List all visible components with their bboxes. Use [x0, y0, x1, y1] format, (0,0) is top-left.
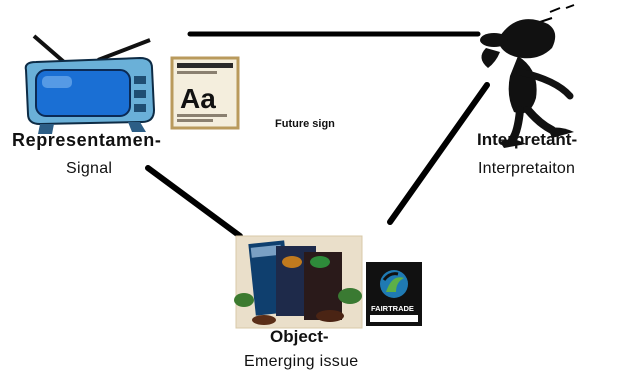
dictionary-icon: Aa [170, 56, 240, 130]
edge-label-future-sign: Future sign [275, 118, 335, 130]
tv-icon [24, 34, 156, 134]
edge-representamen-object [145, 165, 243, 239]
object-subtitle: Emerging issue [244, 353, 359, 370]
fairtrade-label: FAIRTRADE [371, 304, 414, 313]
interpretant-subtitle: Interpretaiton [478, 160, 576, 177]
object-title: Object- [270, 327, 329, 346]
representamen-subtitle: Signal [66, 160, 113, 177]
representamen-title: Representamen- [12, 130, 162, 150]
dictionary-icon-text: Aa [180, 83, 216, 114]
fairtrade-badge-icon: FAIRTRADE [366, 262, 422, 326]
chocolate-product-photo [234, 235, 363, 329]
interpretant-title: Interpretant- [477, 130, 578, 149]
thinking-figure-icon [480, 4, 575, 148]
edge-interpretant-object [387, 82, 490, 225]
